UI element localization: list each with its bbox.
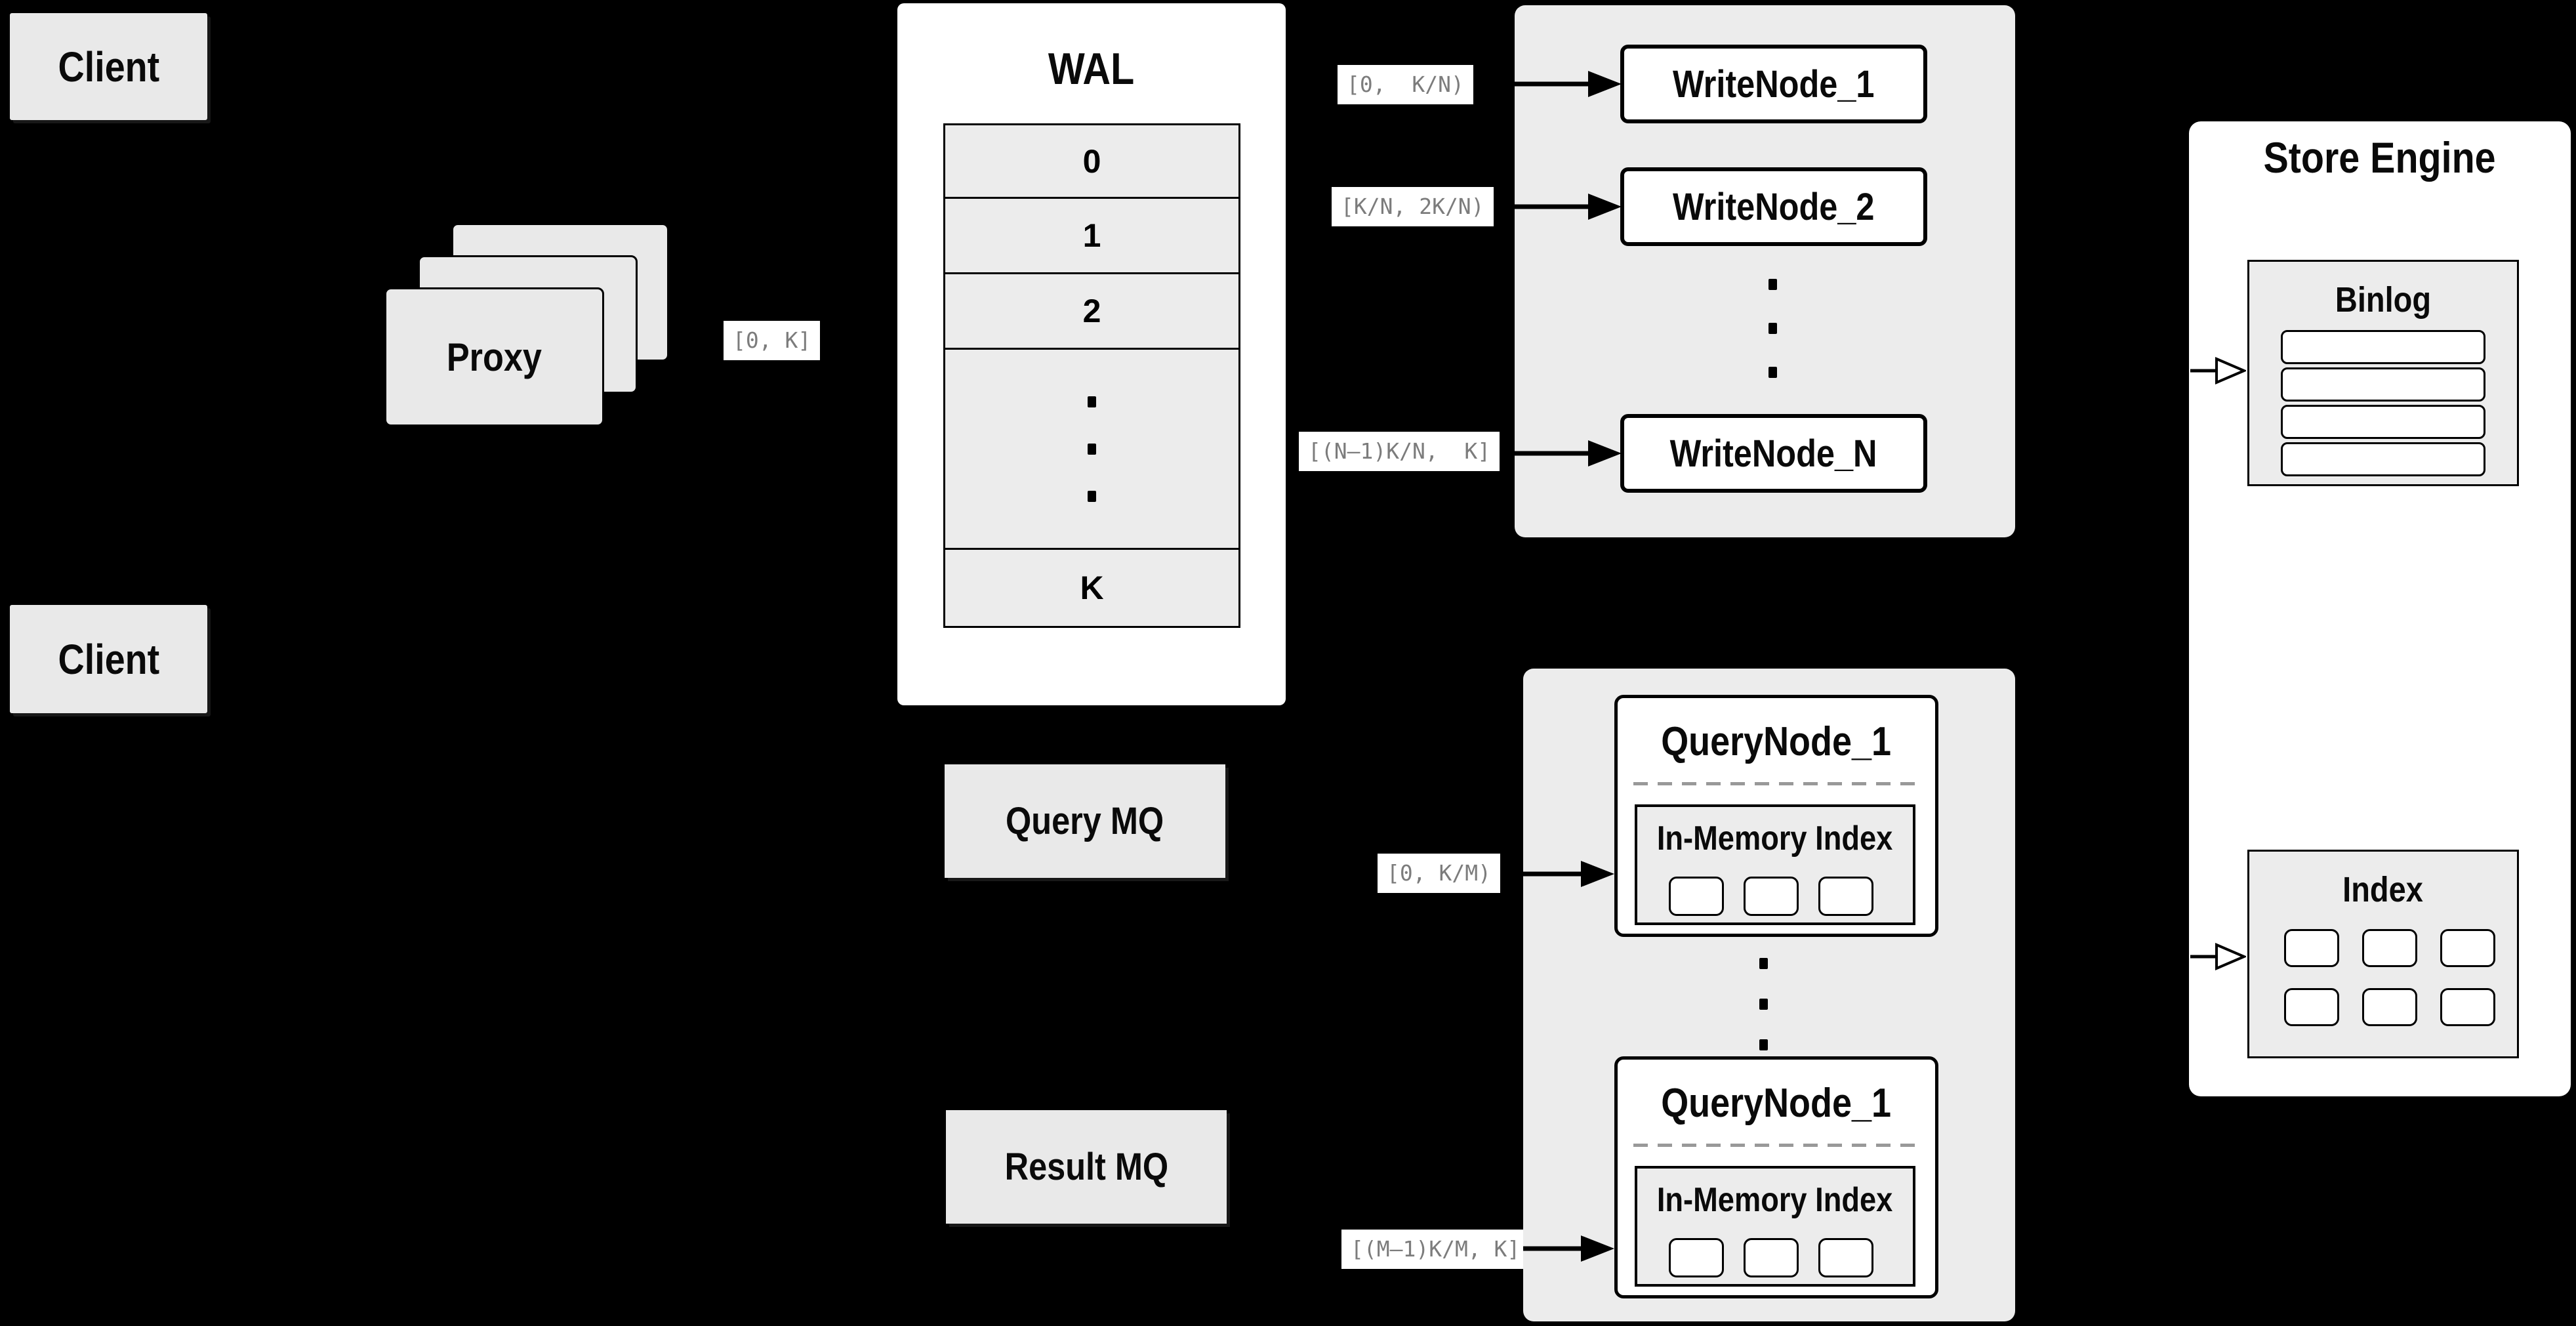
inmem-cell <box>1669 877 1724 916</box>
write-node-n: WriteNode_N <box>1620 414 1927 493</box>
binlog-row <box>2281 367 2485 402</box>
binlog-row <box>2281 442 2485 476</box>
wal-row-1: 1 <box>945 199 1238 274</box>
wal-row-ellipsis <box>945 350 1238 550</box>
store-engine-title: Store Engine <box>2263 133 2497 182</box>
write-node-1-label: WriteNode_1 <box>1673 62 1875 106</box>
arrow-to-querynode-bottom <box>1523 1234 1614 1263</box>
proxy-card-front: Proxy <box>384 287 604 426</box>
wal-row-k: K <box>1080 570 1104 606</box>
index-cell <box>2362 988 2417 1026</box>
query-node-top-title: QueryNode_1 <box>1661 719 1892 764</box>
inmem-index-panel-top: In-Memory Index <box>1635 804 1915 925</box>
index-cell <box>2440 988 2495 1026</box>
index-panel: Index <box>2247 850 2519 1058</box>
wal-table: 0 1 2 K <box>943 123 1240 628</box>
range-label-writenode-2: [K/N, 2K/N) <box>1332 187 1494 227</box>
client-box-top: Client <box>10 13 207 120</box>
range-label-querynode-1: [0, K/M) <box>1378 854 1500 894</box>
index-cell <box>2284 929 2339 967</box>
store-engine-panel: Store Engine Binlog Index <box>2189 121 2571 1096</box>
client-top-label: Client <box>58 43 159 91</box>
query-node-bottom-title: QueryNode_1 <box>1661 1081 1892 1126</box>
index-cell <box>2284 988 2339 1026</box>
index-cell <box>2440 929 2495 967</box>
query-node-top-divider <box>1633 782 1919 785</box>
wal-title: WAL <box>1048 44 1135 94</box>
wal-row-0: 0 <box>945 125 1238 199</box>
arrow-to-querynode-top <box>1523 860 1614 888</box>
query-node-bottom-divider <box>1633 1144 1919 1147</box>
range-label-querynode-m: [(M–1)K/M, K] <box>1341 1230 1530 1270</box>
wal-title-wrap: WAL <box>897 30 1286 108</box>
inmem-cell <box>1818 1238 1873 1277</box>
inmem-index-panel-bottom: In-Memory Index <box>1635 1166 1915 1287</box>
query-node-top-title-wrap: QueryNode_1 <box>1618 707 1935 776</box>
arrow-to-binlog <box>2190 356 2246 385</box>
binlog-row <box>2281 330 2485 364</box>
inmem-cell <box>1744 877 1799 916</box>
proxy-label: Proxy <box>446 335 542 379</box>
inmem-cell <box>1818 877 1873 916</box>
wal-row-2: 2 <box>945 274 1238 350</box>
write-node-2-label: WriteNode_2 <box>1673 185 1875 228</box>
binlog-row <box>2281 405 2485 439</box>
write-node-ellipsis-dots <box>1768 279 1777 378</box>
query-node-top: QueryNode_1 In-Memory Index <box>1614 695 1938 937</box>
arrow-to-writenode-2 <box>1515 192 1622 221</box>
binlog-title-wrap: Binlog <box>2249 268 2517 331</box>
write-node-n-label: WriteNode_N <box>1670 432 1877 475</box>
arrow-to-writenode-n <box>1515 439 1622 468</box>
query-mq-box: Query MQ <box>945 764 1225 878</box>
range-label-proxy-wal: [0, K] <box>724 321 821 361</box>
arrow-to-writenode-1 <box>1515 70 1622 98</box>
write-node-2: WriteNode_2 <box>1620 167 1927 246</box>
inmem-top-title-wrap: In-Memory Index <box>1637 812 1913 865</box>
write-node-1: WriteNode_1 <box>1620 45 1927 123</box>
wal-panel: WAL 0 1 2 K <box>897 3 1286 705</box>
inmem-index-top-title: In-Memory Index <box>1657 819 1893 858</box>
index-title: Index <box>2342 870 2424 909</box>
query-node-ellipsis-dots <box>1759 958 1768 1050</box>
inmem-cell <box>1744 1238 1799 1277</box>
binlog-title: Binlog <box>2335 280 2432 320</box>
inmem-bottom-title-wrap: In-Memory Index <box>1637 1174 1913 1226</box>
binlog-panel: Binlog <box>2247 260 2519 486</box>
client-box-bottom: Client <box>10 605 207 713</box>
arrow-to-index <box>2190 942 2246 971</box>
range-label-writenode-n: [(N–1)K/N, K] <box>1299 432 1500 472</box>
result-mq-label: Result MQ <box>1004 1146 1168 1188</box>
index-cell <box>2362 929 2417 967</box>
inmem-cell <box>1669 1238 1724 1277</box>
index-title-wrap: Index <box>2249 860 2517 920</box>
store-engine-title-wrap: Store Engine <box>2189 121 2571 194</box>
result-mq-box: Result MQ <box>946 1110 1227 1224</box>
client-bottom-label: Client <box>58 635 159 683</box>
wal-ellipsis-dots <box>1088 396 1096 502</box>
inmem-index-bottom-title: In-Memory Index <box>1657 1181 1893 1219</box>
query-node-bottom-title-wrap: QueryNode_1 <box>1618 1069 1935 1138</box>
query-node-bottom: QueryNode_1 In-Memory Index <box>1614 1056 1938 1298</box>
query-mq-label: Query MQ <box>1006 800 1164 842</box>
range-label-writenode-1: [0, K/N) <box>1338 65 1473 105</box>
